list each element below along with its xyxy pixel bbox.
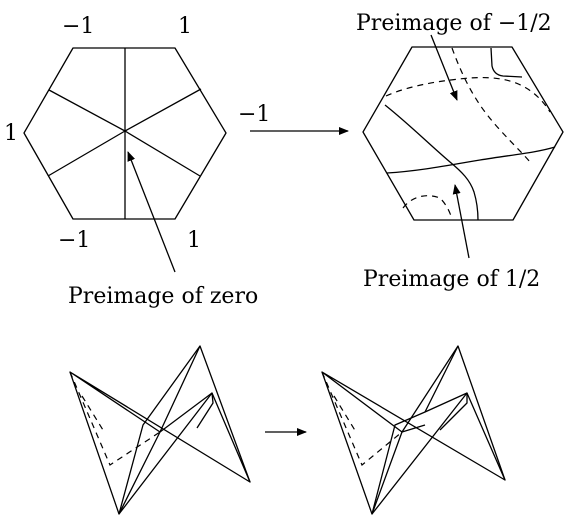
map-arrow-top: −1 [238,102,349,135]
shape-edge [159,392,213,433]
vertex-label-bottom-left: −1 [58,228,90,253]
folded-shape-right [321,345,506,515]
shape-hidden-edge [321,371,403,466]
left-hexagon-spoke [47,130,126,177]
shape-edge [196,392,214,429]
left-hexagon-spoke [124,88,202,132]
left-hexagon-spoke [124,130,201,177]
contour-dashed [451,47,531,163]
neg-half-preimage-caption: Preimage of −1/2 [356,11,552,36]
shape-hidden-edge [333,395,357,433]
shape-edge [69,371,161,515]
shape-edge [371,345,459,515]
shape-hidden-edge [69,371,161,466]
contour-solid [386,146,556,174]
contour-dashed [385,77,551,113]
vertex-label-top-left: −1 [62,14,94,39]
shape-edge [118,345,201,515]
vertex-label-top-right: 1 [178,14,192,39]
left-hexagon-outline [23,47,227,220]
shape-edge [118,392,251,515]
shape-edge [439,393,468,431]
shape-edge [371,392,506,515]
vertex-label-left: 1 [4,121,18,146]
vertex-label-right: −1 [238,102,270,127]
shape-edge [401,424,426,433]
vertex-label-bottom-right: 1 [187,228,201,253]
shape-edge [321,345,506,481]
left-hexagon: −1 1 1 −1 1 Preimage of zero [4,14,258,309]
shape-edge [424,392,468,413]
contour-dashed [402,195,453,220]
shape-hidden-edge [81,395,104,431]
half-preimage-arrow [452,184,470,259]
zero-preimage-arrow [127,151,176,273]
right-hexagon-outline [362,46,564,221]
half-preimage-caption: Preimage of 1/2 [363,267,540,292]
zero-preimage-caption: Preimage of zero [68,284,258,309]
left-hexagon-spoke [48,89,126,132]
contour-solid [490,47,523,78]
folded-shape-left [69,345,251,515]
neg-half-preimage-arrow [430,34,458,101]
contour-solid [384,104,479,221]
right-hexagon: Preimage of −1/2 Preimage of 1/2 [356,11,564,292]
